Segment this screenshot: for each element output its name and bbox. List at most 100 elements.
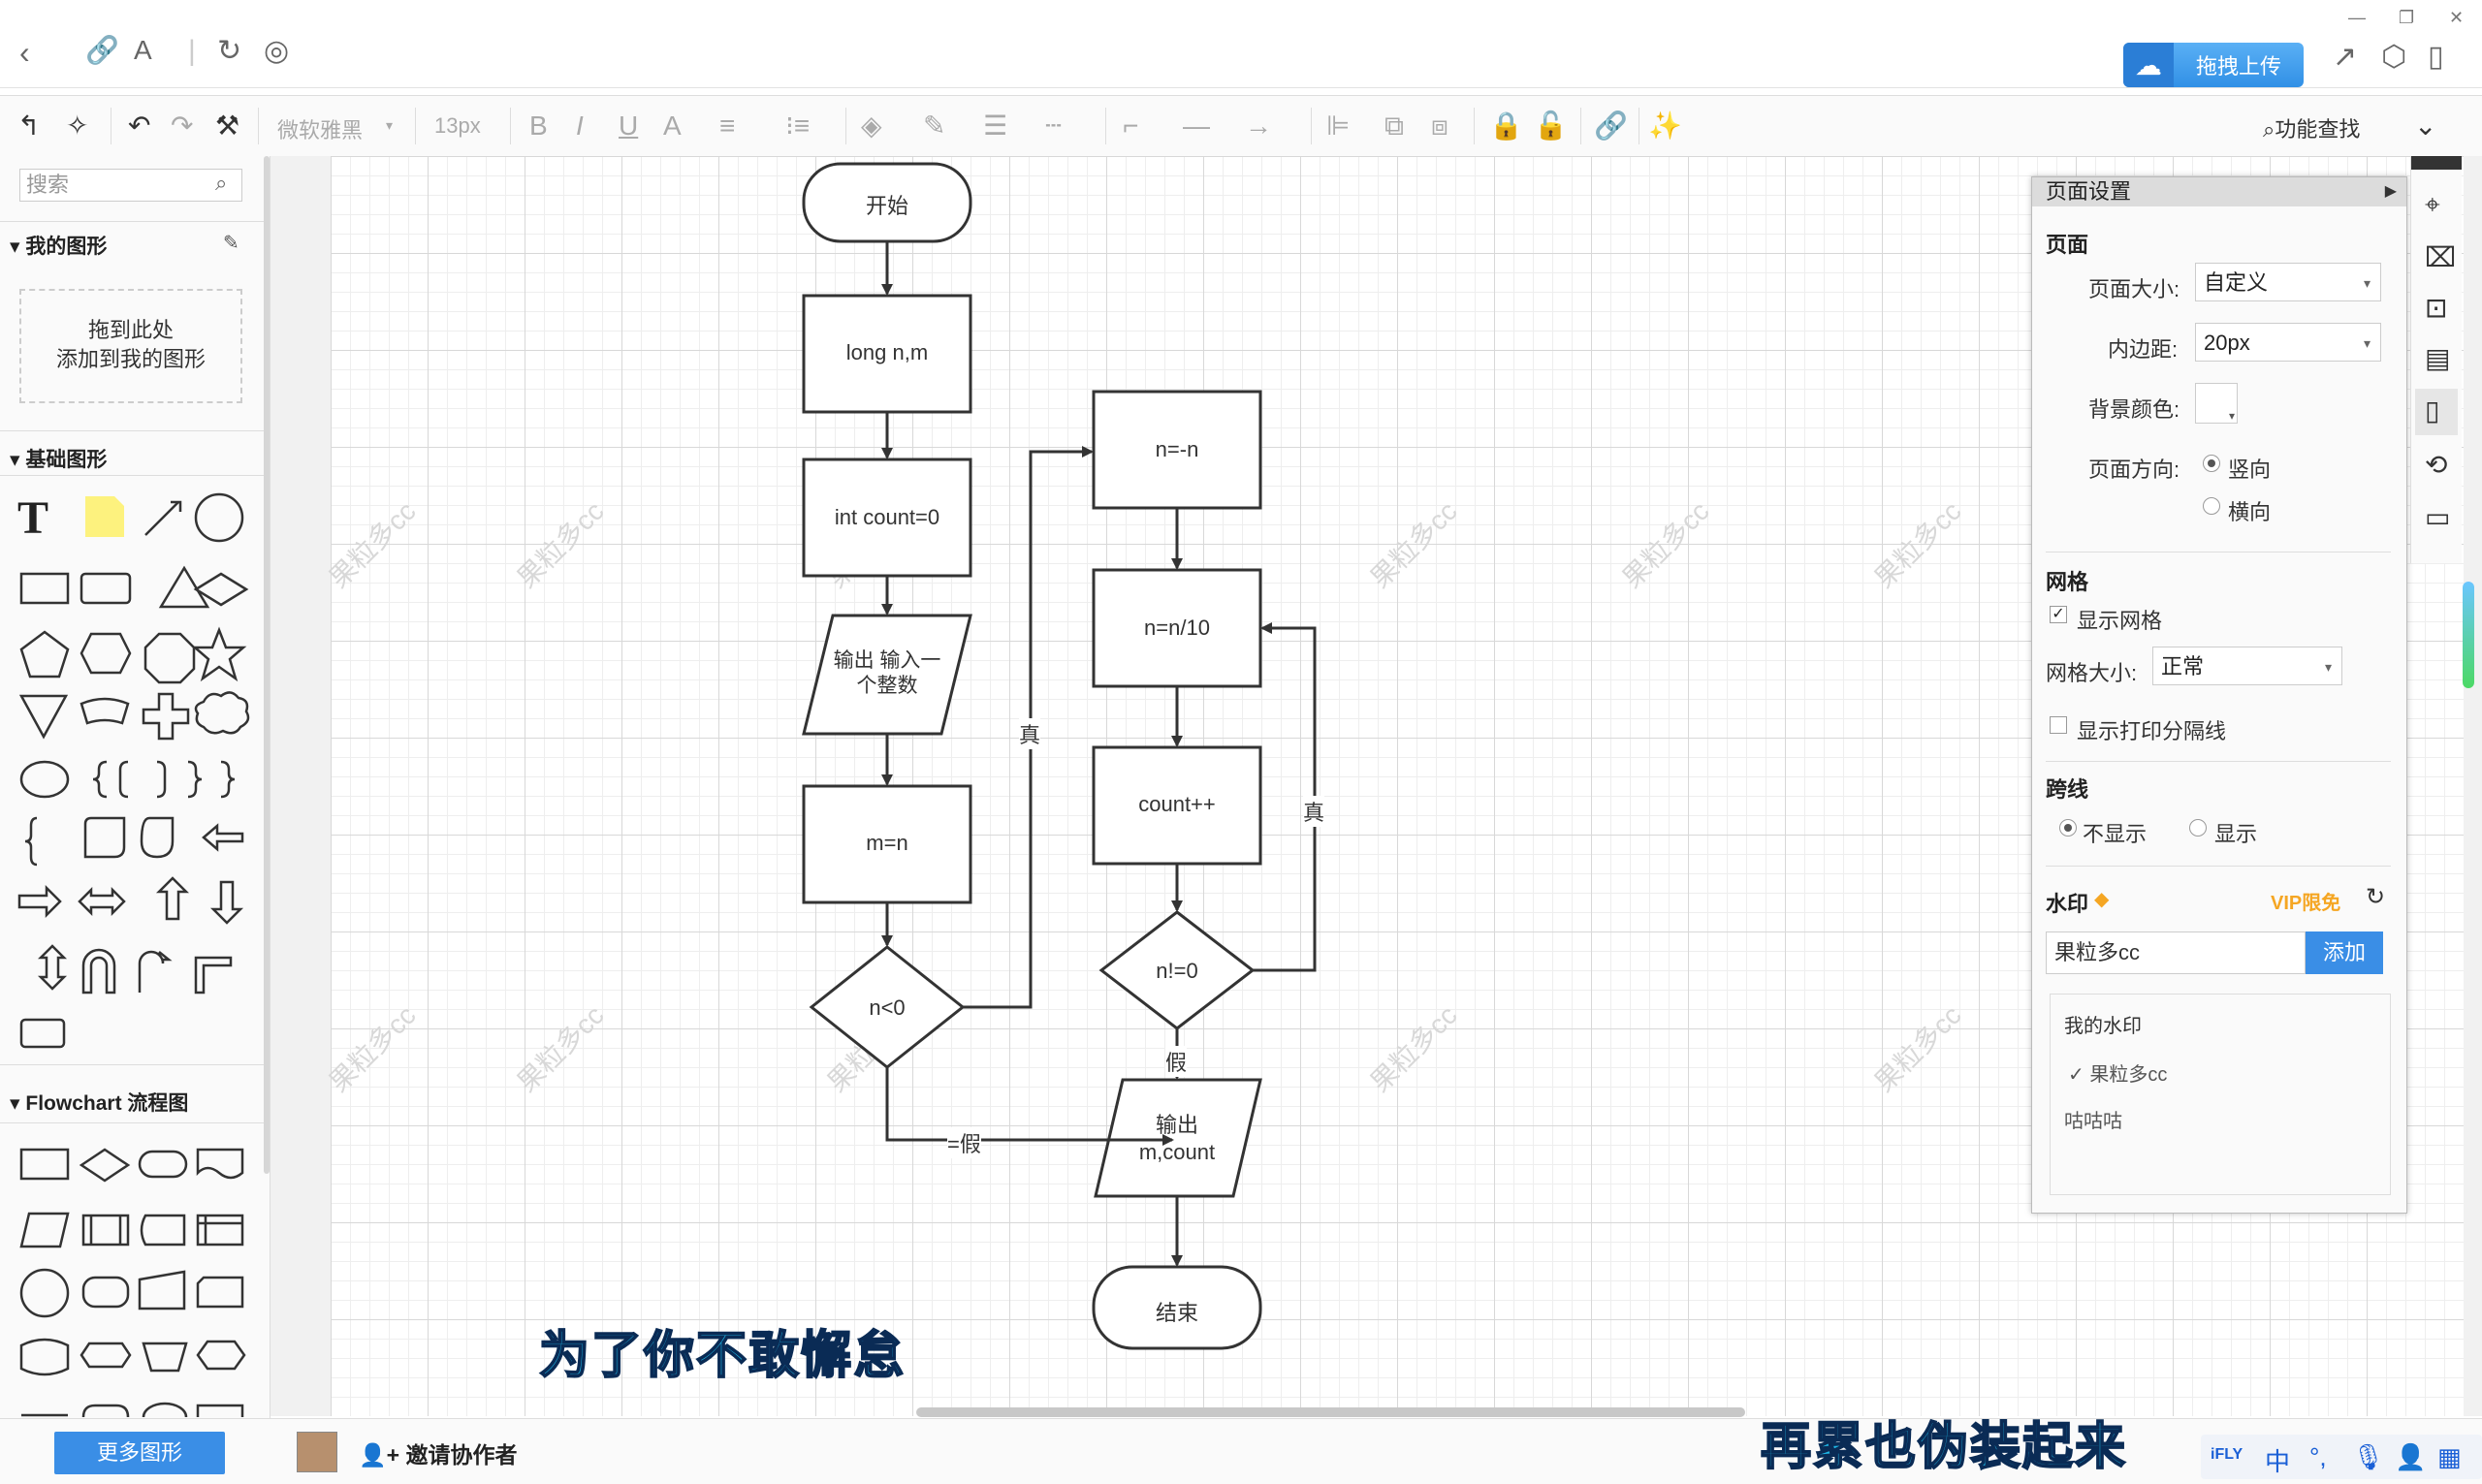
font-family-select[interactable]: 微软雅黑 (277, 118, 364, 142)
landscape-radio[interactable] (2203, 497, 2220, 515)
reset-icon[interactable]: ↻ (2366, 884, 2386, 910)
end-node[interactable] (1092, 1265, 1262, 1350)
lock-icon[interactable]: 🔒 (1489, 111, 1523, 141)
cross-show-radio[interactable] (2189, 819, 2207, 837)
sidebar-scrollbar[interactable] (264, 156, 270, 1174)
horizontal-scrollbar[interactable] (916, 1407, 1745, 1417)
function-search-button[interactable]: ⌕功能查找 (2263, 113, 2360, 146)
input-node[interactable] (802, 614, 972, 736)
invite-collaborator-button[interactable]: 👤+ 邀请协作者 (359, 1437, 517, 1469)
list-icon[interactable]: ⁝≡ (785, 111, 811, 141)
bold-button[interactable]: B (529, 111, 548, 141)
navigator-icon[interactable]: ⌖ (2425, 189, 2440, 219)
flowchart-shapes-grid[interactable] (14, 1136, 256, 1417)
portrait-radio[interactable] (2203, 455, 2220, 472)
pin-icon[interactable]: ✧ (66, 111, 89, 141)
globe-icon[interactable]: ◎ (264, 35, 290, 67)
font-icon[interactable]: A (134, 35, 152, 65)
search-icon[interactable]: ⌕ (215, 171, 228, 195)
show-grid-checkbox[interactable]: ✓ (2050, 606, 2067, 623)
refresh-icon[interactable]: ↻ (217, 35, 242, 67)
grid-icon[interactable]: ▦ (2437, 1442, 2462, 1471)
align-left-icon[interactable]: ⊫ (1326, 111, 1351, 141)
input-label: 输出 输入一 个整数 (804, 648, 971, 699)
grid-size-select[interactable]: 正常▾ (2152, 647, 2342, 685)
cross-hide-label: 不显示 (2083, 822, 2148, 846)
watermark-text-input[interactable]: 果粒多cc (2046, 931, 2306, 974)
increment-node[interactable] (1092, 745, 1262, 866)
crop-icon[interactable]: ⊡ (2425, 293, 2448, 323)
watermark-item[interactable]: 咕咕咕 (2064, 1111, 2122, 1132)
hyperlink-icon[interactable]: 🔗 (1594, 111, 1628, 141)
basic-shapes-header[interactable]: ▾ 基础图形 (10, 449, 108, 471)
line-style-icon[interactable]: ┄ (1045, 111, 1062, 141)
add-watermark-button[interactable]: 添加 (2306, 931, 2383, 974)
drag-upload-button[interactable]: ☁ 拖拽上传 (2123, 43, 2304, 87)
bring-front-icon[interactable]: ⧉ (1384, 111, 1404, 141)
right-scroll-indicator[interactable] (2463, 582, 2474, 688)
underline-button[interactable]: U (619, 111, 639, 141)
cube-icon[interactable]: ⬡ (2381, 41, 2407, 73)
line-start-icon[interactable]: — (1183, 111, 1210, 141)
close-icon[interactable]: ✕ (2449, 8, 2465, 27)
edit-icon[interactable]: ✎ (223, 233, 239, 254)
font-size-select[interactable]: 13px (434, 113, 481, 138)
user-icon[interactable]: 👤 (2395, 1442, 2427, 1471)
microphone-icon[interactable]: 🎙 (2352, 1442, 2385, 1471)
ifly-logo-icon[interactable]: iFLY (2211, 1446, 2243, 1463)
output-node[interactable] (1094, 1078, 1262, 1198)
line-width-icon[interactable]: ☰ (983, 111, 1008, 141)
title-bar: ‹ 🔗 A | ↻ ◎ — ❐ ✕ ☁ 拖拽上传 ↗ ⬡ ▯ (0, 0, 2482, 88)
flowchart-header[interactable]: ▾ Flowchart 流程图 (10, 1092, 189, 1115)
collapse-toolbar-icon[interactable]: ⌄ (2414, 111, 2437, 141)
magic-wand-icon[interactable]: ✨ (1648, 111, 1682, 141)
unlock-icon[interactable]: 🔓 (1534, 111, 1568, 141)
font-color-button[interactable]: A (663, 111, 682, 141)
back-icon[interactable]: ‹ (19, 35, 30, 70)
print-lines-checkbox[interactable] (2050, 716, 2067, 734)
share-icon[interactable]: ↗ (2333, 41, 2358, 73)
declare-node[interactable] (802, 294, 972, 414)
style-icon[interactable]: ⌧ (2425, 242, 2457, 272)
italic-button[interactable]: I (576, 111, 584, 141)
back-arrow-icon[interactable]: ↰ (17, 111, 41, 141)
fill-icon[interactable]: ◈ (861, 111, 882, 141)
my-shapes-drop-zone[interactable]: 拖到此处 添加到我的图形 (19, 289, 242, 403)
send-back-icon[interactable]: ⧈ (1431, 111, 1448, 141)
init-node[interactable] (802, 458, 972, 578)
line-end-icon[interactable]: → (1245, 111, 1272, 141)
punctuation-icon[interactable]: °, (2309, 1442, 2327, 1471)
toolbar-divider (1580, 108, 1581, 144)
ime-language-toggle[interactable]: 中 (2265, 1447, 2291, 1476)
minimize-icon[interactable]: — (2348, 8, 2366, 27)
page-settings-tab[interactable]: ▯ (2415, 389, 2458, 435)
pen-icon[interactable]: ✎ (923, 111, 946, 141)
phone-icon[interactable]: ▯ (2428, 41, 2444, 73)
watermark-item[interactable]: ✓ 果粒多cc (2068, 1058, 2167, 1087)
comment-icon[interactable]: ▭ (2425, 502, 2451, 532)
collapse-panel-icon[interactable]: ▶ (2384, 183, 2397, 200)
redo-icon[interactable]: ↷ (171, 111, 194, 141)
connector-icon[interactable]: ⌐ (1123, 111, 1139, 141)
format-painter-icon[interactable]: ⚒ (215, 111, 240, 141)
flowchart-diagram[interactable] (331, 156, 2464, 1416)
section-divider (0, 221, 270, 222)
link-icon[interactable]: 🔗 (85, 35, 119, 65)
more-shapes-button[interactable]: 更多图形 (54, 1432, 225, 1474)
avatar[interactable] (297, 1432, 337, 1472)
divide-node[interactable] (1092, 568, 1262, 688)
padding-select[interactable]: 20px▾ (2195, 323, 2381, 362)
assign-node[interactable] (802, 784, 972, 904)
cross-hide-radio[interactable] (2059, 819, 2077, 837)
negate-node[interactable] (1092, 390, 1262, 510)
history-icon[interactable]: ⟲ (2425, 450, 2448, 480)
my-shapes-header[interactable]: ▾ 我的图形 (10, 236, 108, 258)
bg-color-picker[interactable]: ▾ (2195, 383, 2238, 424)
pages-icon[interactable]: ▤ (2425, 343, 2451, 373)
page-size-select[interactable]: 自定义▾ (2195, 263, 2381, 301)
undo-icon[interactable]: ↶ (128, 111, 151, 141)
align-icon[interactable]: ≡ (719, 111, 736, 141)
basic-shapes-grid[interactable]: T (14, 489, 256, 1051)
restore-icon[interactable]: ❐ (2399, 8, 2415, 27)
shape-search-input[interactable]: 搜索 (19, 169, 242, 202)
